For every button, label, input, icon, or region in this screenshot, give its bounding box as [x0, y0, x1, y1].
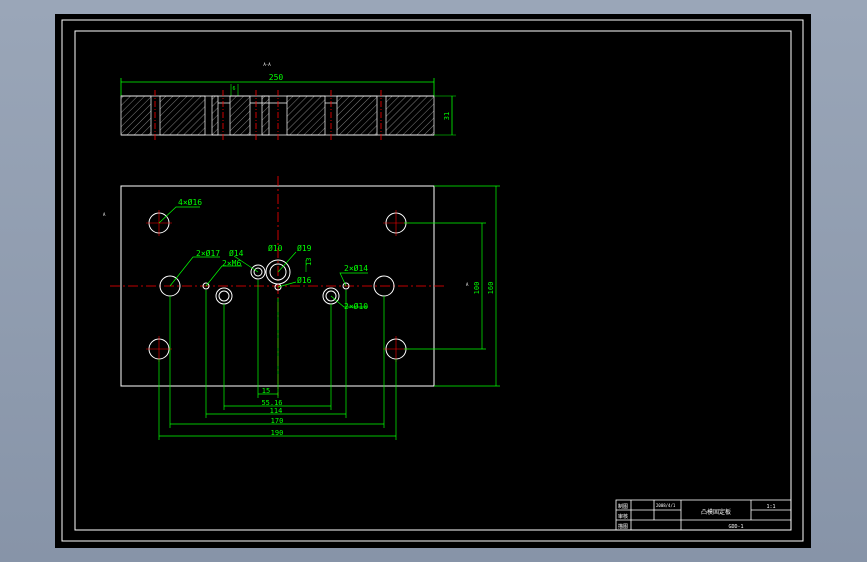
callout-16: Ø16: [297, 275, 312, 285]
section-label: A-A: [263, 62, 271, 67]
punch-hole-19-inner: [269, 263, 287, 281]
title-block: [615, 499, 792, 531]
title-part-name: 凸模固定板: [701, 508, 731, 516]
punch-hole-14-inner: [218, 290, 230, 302]
section-view: A-A 250 6: [120, 62, 456, 140]
callout-2x10: 2×Ø10: [344, 301, 368, 311]
callout-2xm6: 2×M6: [222, 259, 241, 268]
dim-bottom-55: 55.16: [261, 399, 282, 407]
section-width-dim: 250: [269, 73, 284, 82]
title-scale: 1:1: [766, 504, 775, 510]
callout-10: Ø10: [268, 243, 283, 253]
plan-view: A A: [103, 176, 500, 440]
view-arrow-label-left: A: [103, 212, 106, 217]
punch-hole-small: [274, 283, 282, 291]
thread-hole-right: [342, 282, 350, 290]
callout-19: Ø19: [297, 243, 312, 253]
dim-bottom-114: 114: [270, 407, 283, 415]
thread-hole-left: [202, 282, 210, 290]
drawing-sheet: [55, 14, 811, 548]
title-row-1: 制图: [618, 503, 628, 510]
section-small-dim: 6: [232, 86, 235, 92]
title-date: 2008/4/1: [656, 503, 676, 508]
callout-2x17: 2×Ø17: [196, 248, 220, 258]
dim-bottom-190: 190: [271, 429, 284, 437]
outer-border: [61, 19, 804, 542]
title-drawing-no: GDD-1: [728, 524, 743, 530]
view-arrow-label-right: A: [466, 282, 469, 287]
punch-hole-16-inner: [325, 290, 337, 302]
dim-right-160: 160: [487, 282, 495, 295]
punch-hole-10: [250, 264, 266, 280]
dim-13: 13: [305, 258, 313, 266]
punch-hole-10-inner: [253, 267, 263, 277]
dim-bottom-15: 15: [262, 387, 270, 395]
callout-2x14: 2×Ø14: [344, 263, 368, 273]
title-row-3: 描图: [618, 523, 628, 530]
callout-14: Ø14: [229, 248, 244, 258]
dim-right-100: 100: [473, 282, 481, 295]
inner-border: [74, 30, 792, 531]
section-height-dim: 31: [443, 112, 451, 120]
title-row-2: 审核: [618, 513, 628, 520]
dim-bottom-170: 170: [271, 417, 284, 425]
callout-4x16: 4×Ø16: [178, 197, 202, 207]
